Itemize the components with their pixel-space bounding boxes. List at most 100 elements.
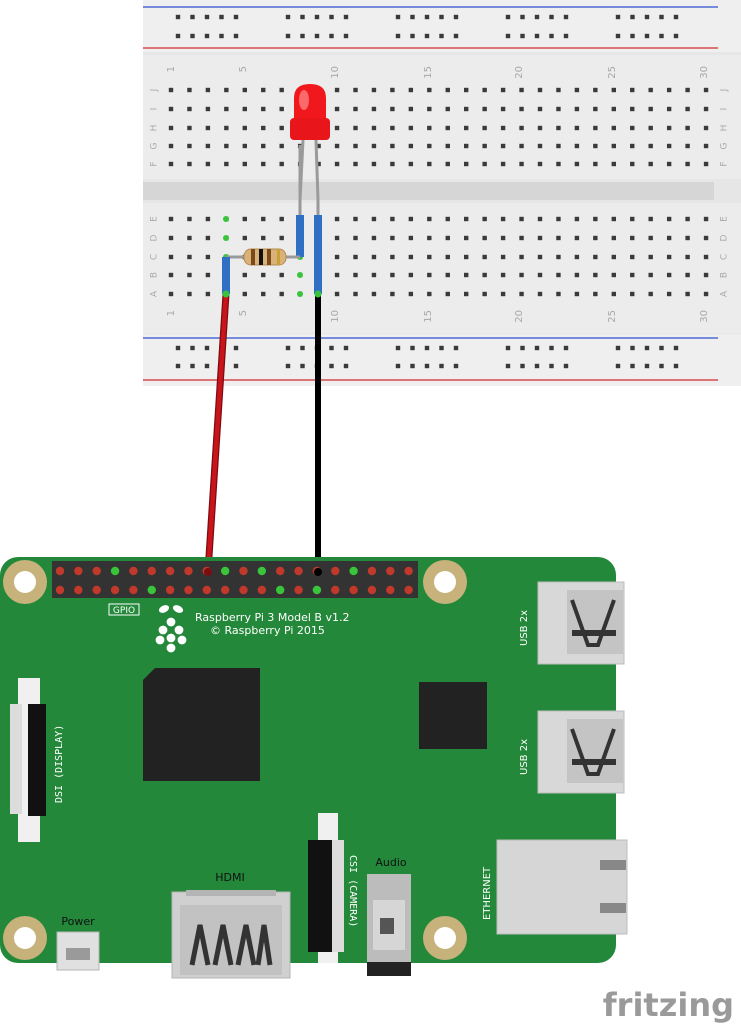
breadboard-hole[interactable]	[371, 106, 377, 112]
breadboard-hole[interactable]	[703, 216, 709, 222]
rail-hole[interactable]	[175, 345, 181, 351]
breadboard-hole[interactable]	[611, 106, 616, 112]
breadboard-hole[interactable]	[537, 291, 543, 297]
breadboard-hole[interactable]	[537, 125, 543, 131]
breadboard-hole[interactable]	[445, 87, 450, 93]
breadboard-hole[interactable]	[168, 216, 174, 222]
breadboard-hole[interactable]	[205, 235, 211, 241]
breadboard-hole[interactable]	[630, 235, 635, 241]
red-wire[interactable]	[205, 293, 229, 573]
breadboard-hole[interactable]	[242, 291, 247, 297]
breadboard-hole[interactable]	[703, 161, 709, 167]
breadboard-hole[interactable]	[556, 216, 561, 222]
breadboard-hole[interactable]	[427, 272, 432, 278]
rail-hole[interactable]	[520, 363, 525, 369]
rail-hole[interactable]	[453, 33, 459, 39]
breadboard-hole[interactable]	[168, 254, 174, 260]
breadboard-hole[interactable]	[500, 291, 506, 297]
breadboard-hole[interactable]	[482, 161, 487, 167]
breadboard-hole[interactable]	[519, 106, 524, 112]
breadboard-hole[interactable]	[593, 235, 598, 241]
breadboard-hole[interactable]	[648, 106, 653, 112]
rail-hole[interactable]	[314, 14, 320, 20]
breadboard-hole[interactable]	[371, 216, 377, 222]
rail-hole[interactable]	[204, 345, 210, 351]
rail-hole[interactable]	[520, 14, 525, 20]
rail-hole[interactable]	[410, 363, 415, 369]
rail-hole[interactable]	[644, 33, 650, 39]
dsi-connector[interactable]	[10, 678, 46, 842]
breadboard-hole[interactable]	[537, 143, 543, 149]
breadboard-hole[interactable]	[464, 272, 469, 278]
breadboard-hole[interactable]	[556, 272, 561, 278]
breadboard-hole[interactable]	[685, 291, 690, 297]
breadboard-hole[interactable]	[703, 254, 709, 260]
breadboard-hole[interactable]	[666, 143, 672, 149]
breadboard-hole[interactable]	[500, 143, 506, 149]
rail-hole[interactable]	[300, 345, 305, 351]
rail-hole[interactable]	[204, 363, 210, 369]
breadboard-hole[interactable]	[500, 106, 506, 112]
gpio-pin[interactable]	[349, 566, 358, 576]
gpio-pin[interactable]	[257, 585, 267, 595]
breadboard-hole[interactable]	[519, 161, 524, 167]
breadboard-hole[interactable]	[168, 143, 174, 149]
breadboard-hole[interactable]	[334, 106, 340, 112]
breadboard-hole[interactable]	[279, 161, 284, 167]
breadboard-hole[interactable]	[224, 161, 229, 167]
breadboard-hole[interactable]	[630, 254, 635, 260]
gpio-pin[interactable]	[386, 566, 395, 576]
gpio-pin[interactable]	[74, 585, 83, 595]
breadboard-hole[interactable]	[482, 254, 487, 260]
breadboard-hole[interactable]	[334, 161, 340, 167]
breadboard-hole[interactable]	[611, 235, 616, 241]
rail-hole[interactable]	[673, 363, 679, 369]
breadboard-hole[interactable]	[666, 161, 672, 167]
breadboard-hole[interactable]	[279, 106, 284, 112]
breadboard-hole[interactable]	[593, 161, 598, 167]
gpio-pin[interactable]	[367, 566, 377, 576]
breadboard-hole[interactable]	[685, 272, 690, 278]
breadboard-hole[interactable]	[408, 125, 414, 131]
rail-hole[interactable]	[233, 14, 239, 20]
breadboard-hole[interactable]	[390, 125, 395, 131]
breadboard-hole[interactable]	[427, 87, 432, 93]
ethernet-port[interactable]	[496, 839, 628, 935]
rail-hole[interactable]	[505, 33, 511, 39]
breadboard-hole[interactable]	[427, 161, 432, 167]
breadboard-hole[interactable]	[205, 216, 211, 222]
breadboard-hole[interactable]	[703, 291, 709, 297]
rail-hole[interactable]	[395, 33, 401, 39]
breadboard-hole[interactable]	[482, 143, 487, 149]
breadboard-hole[interactable]	[537, 87, 543, 93]
breadboard-hole[interactable]	[168, 291, 174, 297]
breadboard-hole[interactable]	[427, 235, 432, 241]
breadboard-hole[interactable]	[593, 125, 598, 131]
rail-hole[interactable]	[395, 14, 401, 20]
breadboard-hole[interactable]	[482, 125, 487, 131]
audio-jack[interactable]	[367, 874, 411, 976]
breadboard-hole[interactable]	[205, 143, 211, 149]
gpio-pin[interactable]	[220, 566, 230, 576]
breadboard-hole[interactable]	[630, 143, 635, 149]
gpio-pin[interactable]	[239, 566, 248, 576]
breadboard-hole[interactable]	[574, 87, 580, 93]
breadboard-hole[interactable]	[334, 254, 340, 260]
breadboard-hole[interactable]	[556, 106, 561, 112]
breadboard-hole[interactable]	[482, 216, 487, 222]
gpio-pin[interactable]	[367, 585, 377, 595]
breadboard-hole[interactable]	[187, 291, 192, 297]
breadboard-hole[interactable]	[279, 87, 284, 93]
breadboard-hole[interactable]	[666, 235, 672, 241]
breadboard-hole[interactable]	[205, 87, 211, 93]
breadboard-hole[interactable]	[445, 235, 450, 241]
rail-hole[interactable]	[644, 345, 650, 351]
breadboard-hole[interactable]	[371, 291, 377, 297]
breadboard-hole[interactable]	[648, 143, 653, 149]
breadboard-hole[interactable]	[224, 106, 229, 112]
rail-hole[interactable]	[534, 345, 540, 351]
rail-hole[interactable]	[615, 14, 621, 20]
gpio-pin[interactable]	[294, 566, 303, 576]
breadboard-hole[interactable]	[390, 87, 395, 93]
rail-hole[interactable]	[343, 363, 349, 369]
